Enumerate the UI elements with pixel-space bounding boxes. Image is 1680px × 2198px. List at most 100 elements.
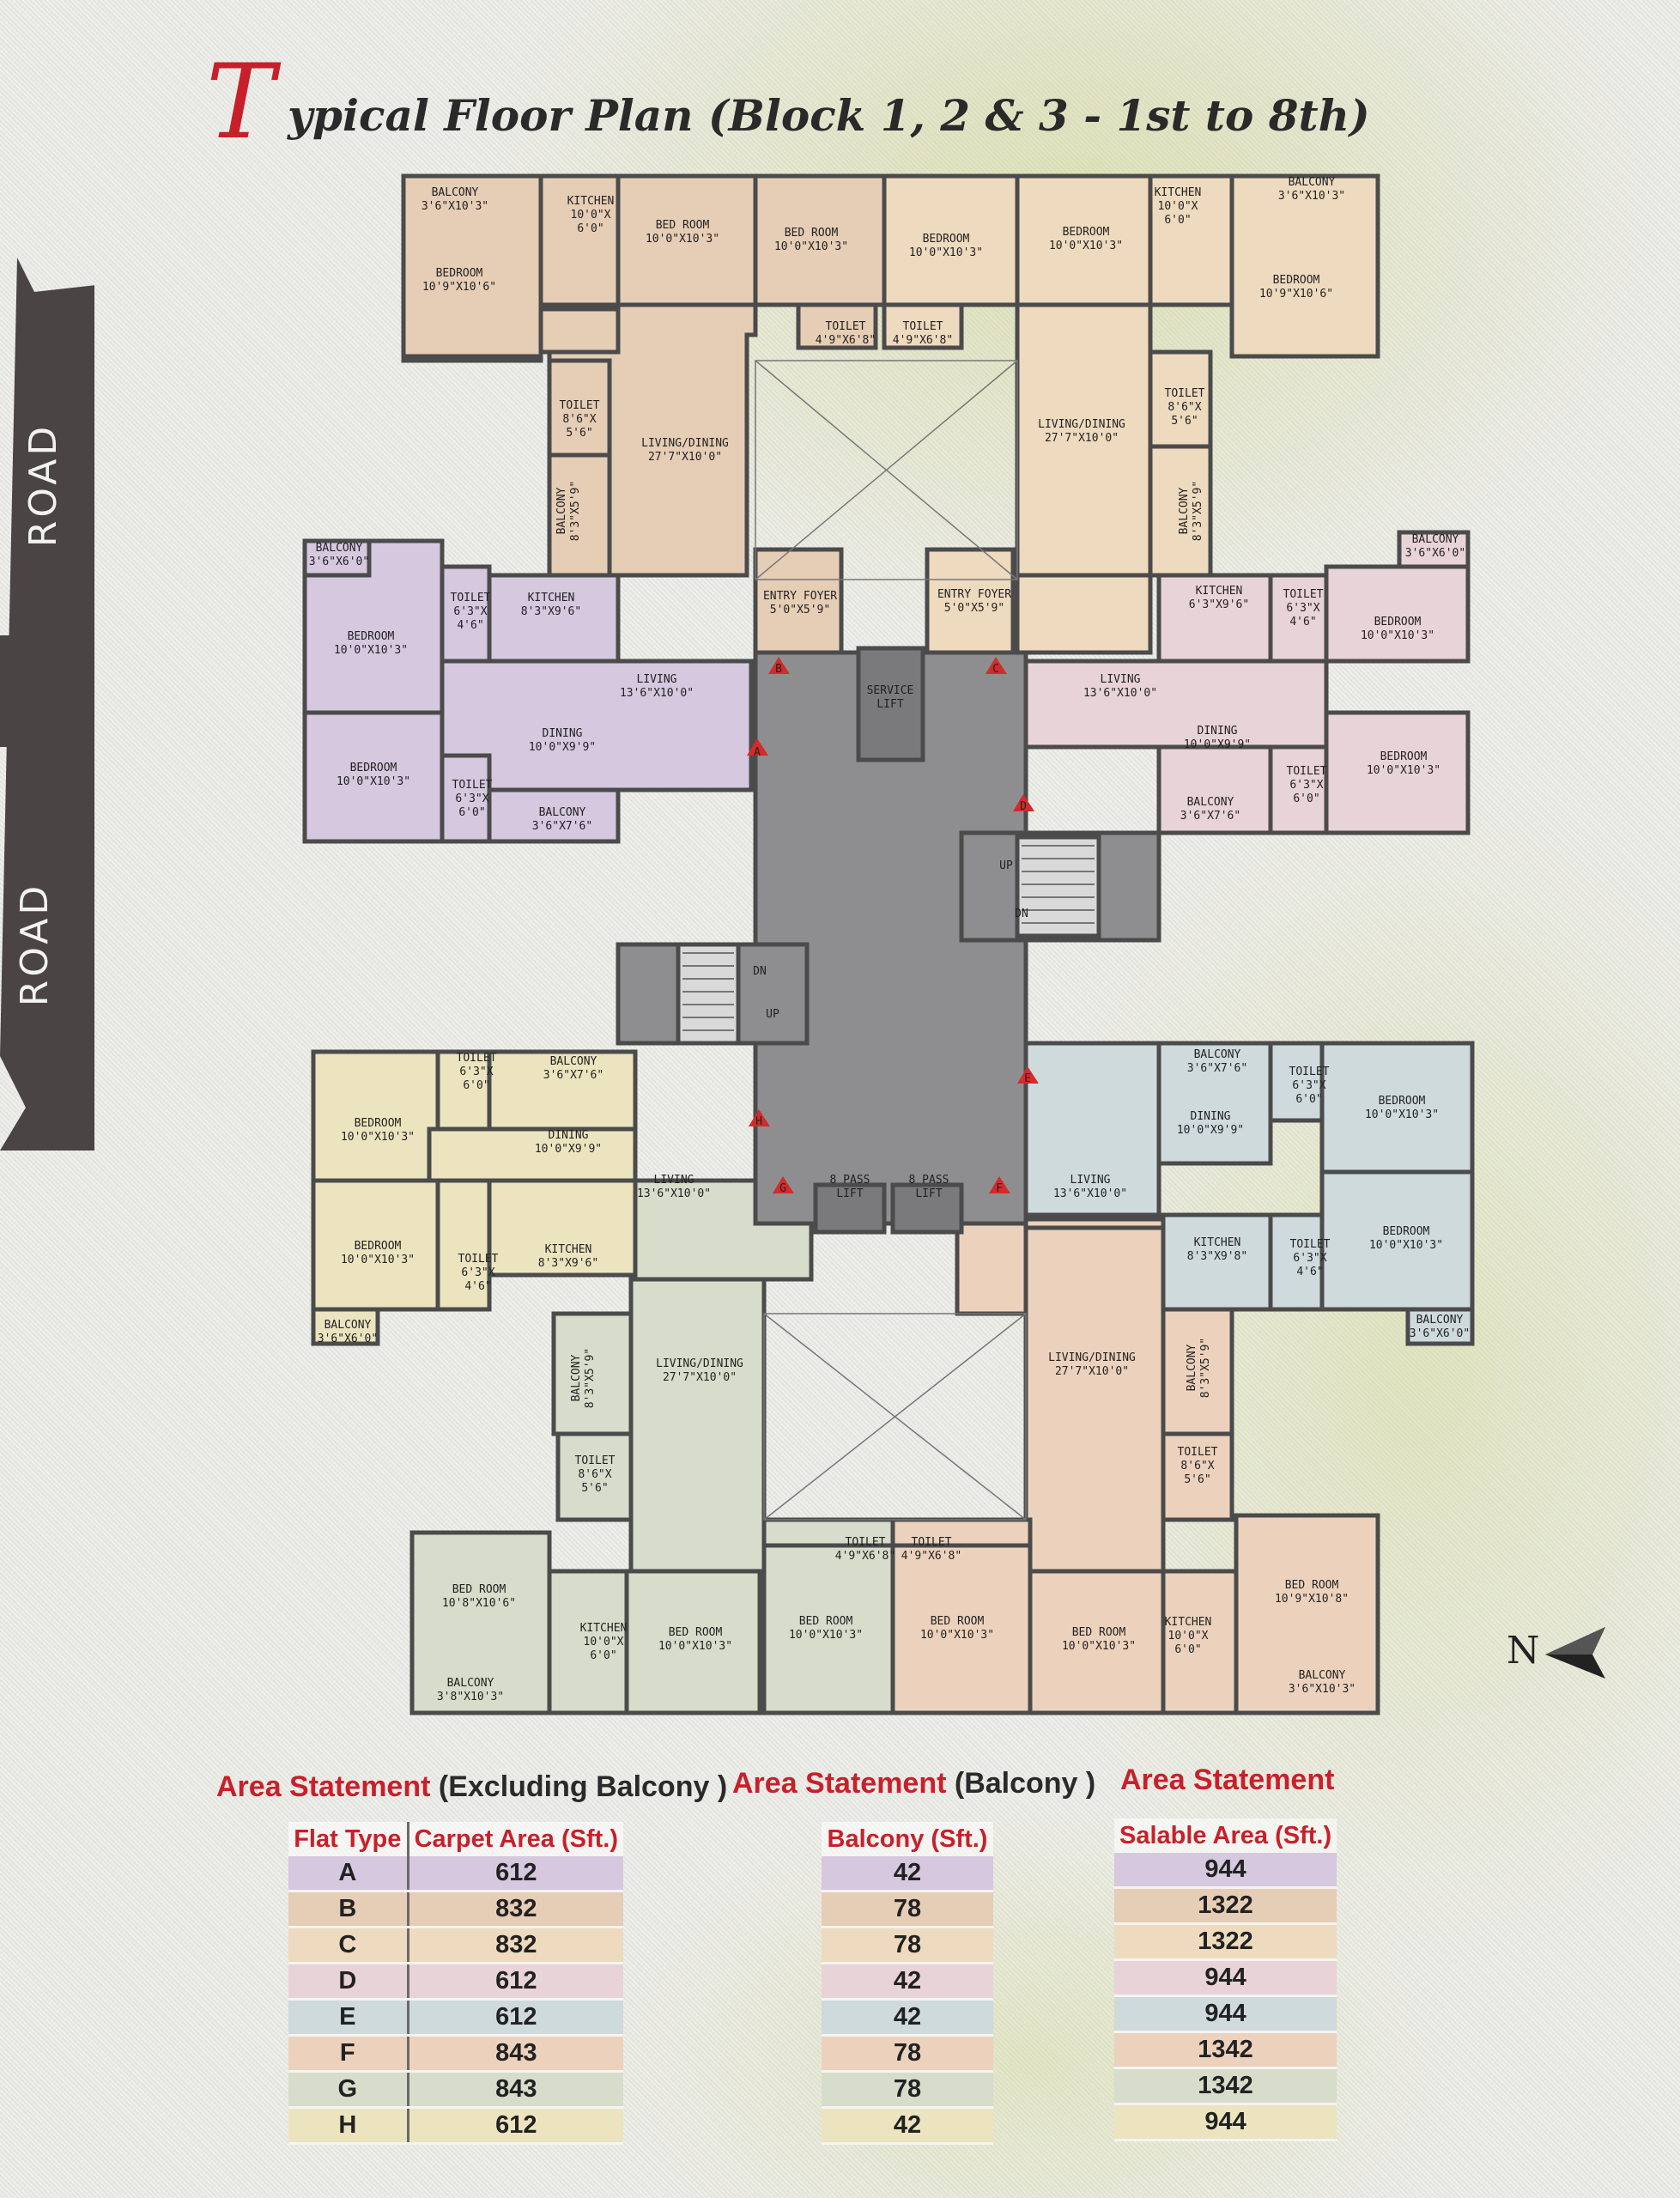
room-label: BALCONY <box>570 1354 583 1401</box>
room-label: BED ROOM <box>669 1626 723 1639</box>
table-row: 42 <box>822 1963 993 2001</box>
carpet-area-cell: 843 <box>406 2035 623 2073</box>
flat-c <box>882 173 1380 655</box>
salable-area-cell: 1322 <box>1114 1887 1337 1925</box>
room-label: BEDROOM <box>1380 750 1428 763</box>
room-label: TOILET <box>451 592 491 604</box>
room-label: BALCONY <box>1289 176 1336 189</box>
room-dim: 3'6"X6'0" <box>309 556 369 568</box>
room-dim: 10'0"X10'3" <box>1369 1239 1443 1252</box>
lift-left-label: LIFT <box>836 1187 863 1200</box>
room-dim: 10'0"X10'3" <box>658 1640 732 1653</box>
room-dim: 10'0"X10'3" <box>341 1254 415 1266</box>
balcony-area-cell: 42 <box>822 1856 993 1892</box>
room-dim: 10'0"X10'3" <box>341 1131 415 1144</box>
table-row: 78 <box>822 1927 993 1964</box>
room-label: KITCHEN <box>1165 1616 1212 1629</box>
entry-marker-b: B <box>775 663 782 676</box>
room-dim: 4'6" <box>464 1280 491 1293</box>
courtyards <box>755 360 1027 1521</box>
room-label: BALCONY <box>316 542 363 555</box>
room-dim: 10'0"X <box>571 209 611 222</box>
balcony-area-cell: 42 <box>822 1963 993 2001</box>
room-label: BEDROOM <box>1379 1095 1426 1108</box>
room-dim: 6'3"X9'6" <box>1189 598 1249 611</box>
room-label: BALCONY <box>324 1319 372 1332</box>
room-label: TOILET <box>1283 588 1324 601</box>
room-label: BALCONY <box>1186 1344 1198 1391</box>
room-label: BEDROOM <box>1063 226 1110 239</box>
balcony-area-cell: 78 <box>822 1891 993 1928</box>
room-label: BED ROOM <box>785 227 839 240</box>
carpet-area-cell: 843 <box>406 2071 623 2109</box>
flat-f <box>890 1217 1380 1715</box>
road-label-bottom: ROAD <box>13 883 57 1006</box>
room-label: DINING <box>1198 725 1238 738</box>
balcony-area-cell: 78 <box>822 2071 993 2109</box>
lift-right-label: LIFT <box>915 1187 942 1200</box>
room-dim: 8'3"X5'9" <box>1192 481 1204 541</box>
room-dim: 6'3"X <box>1292 1079 1325 1092</box>
room-dim: 8'6"X <box>562 413 596 426</box>
room-dim: 8'6"X <box>578 1468 611 1481</box>
lift-right-label: 8 PASS <box>909 1174 949 1187</box>
road-labels: ROAD ROAD <box>13 423 65 1006</box>
room-label: TOILET <box>1287 765 1327 778</box>
room-dim: 10'0"X10'3" <box>774 240 848 253</box>
room-dim: 8'3"X5'9" <box>584 1348 597 1408</box>
room-dim: 5'0"X5'9" <box>944 602 1004 615</box>
room-dim: 4'9"X6'8" <box>893 334 953 347</box>
room-label: BED ROOM <box>1285 1579 1339 1592</box>
table-row: 1322 <box>1114 1887 1337 1925</box>
room-label: BEDROOM <box>1383 1225 1430 1238</box>
room-dim: 10'0"X10'3" <box>337 775 410 788</box>
room-label: LIVING <box>1070 1174 1111 1187</box>
room-label: BALCONY <box>1299 1669 1346 1682</box>
table-row: 78 <box>822 1891 993 1928</box>
room-label: TOILET <box>1178 1446 1218 1459</box>
room-dim: 10'0"X10'3" <box>909 246 983 259</box>
room-label: BALCONY <box>432 186 479 199</box>
room-dim: 4'6" <box>1289 616 1316 628</box>
carpet-area-cell: 612 <box>406 2107 623 2145</box>
room-label: TOILET <box>903 320 943 333</box>
room-dim: 8'3"X9'8" <box>1187 1250 1247 1263</box>
room-dim: 10'9"X10'8" <box>1275 1593 1349 1606</box>
room-dim: 10'0"X10'3" <box>1361 629 1434 642</box>
salable-area-cell: 1342 <box>1114 2031 1337 2069</box>
room-dim: 4'9"X6'8" <box>835 1550 895 1563</box>
room-dim: 27'7"X10'0" <box>663 1371 737 1384</box>
room-label: DINING <box>543 727 583 740</box>
core-labels: SERVICE LIFT 8 PASS LIFT 8 PASS LIFT UP … <box>753 684 1028 1200</box>
salable-area-cell: 1322 <box>1114 1923 1337 1961</box>
stair-treads <box>682 845 1095 1031</box>
room-label: BEDROOM <box>348 630 395 643</box>
table-row: 944 <box>1114 2104 1337 2141</box>
area-statement-excl-heading: Area Statement (Excluding Balcony ) <box>216 1770 727 1804</box>
room-dim: 3'6"X10'3" <box>1289 1683 1356 1696</box>
room-dim: 5'6" <box>566 427 592 440</box>
room-dim: 13'6"X10'0" <box>637 1187 711 1200</box>
room-dim: 13'6"X10'0" <box>620 687 694 700</box>
table-row: 944 <box>1114 1959 1337 1997</box>
service-lift-label: SERVICE <box>867 684 914 697</box>
room-dim: 10'9"X10'6" <box>422 281 496 294</box>
room-dim: 10'0"X10'3" <box>789 1629 863 1642</box>
road-strip <box>0 258 94 1151</box>
table-row: 42 <box>822 2107 993 2145</box>
entry-markers: A B C D E F G H <box>747 657 1039 1195</box>
room-label: BEDROOM <box>436 267 483 280</box>
flat-type-cell: E <box>288 1999 409 2037</box>
room-label: BALCONY <box>555 487 568 534</box>
room-dim: 27'7"X10'0" <box>648 451 722 464</box>
road-label-top: ROAD <box>21 423 65 547</box>
stair-dn-label: DN <box>753 965 767 978</box>
table-row: 42 <box>822 1999 993 2037</box>
room-dim: 10'0"X <box>1158 200 1198 213</box>
north-arrow-icon <box>1545 1627 1605 1679</box>
